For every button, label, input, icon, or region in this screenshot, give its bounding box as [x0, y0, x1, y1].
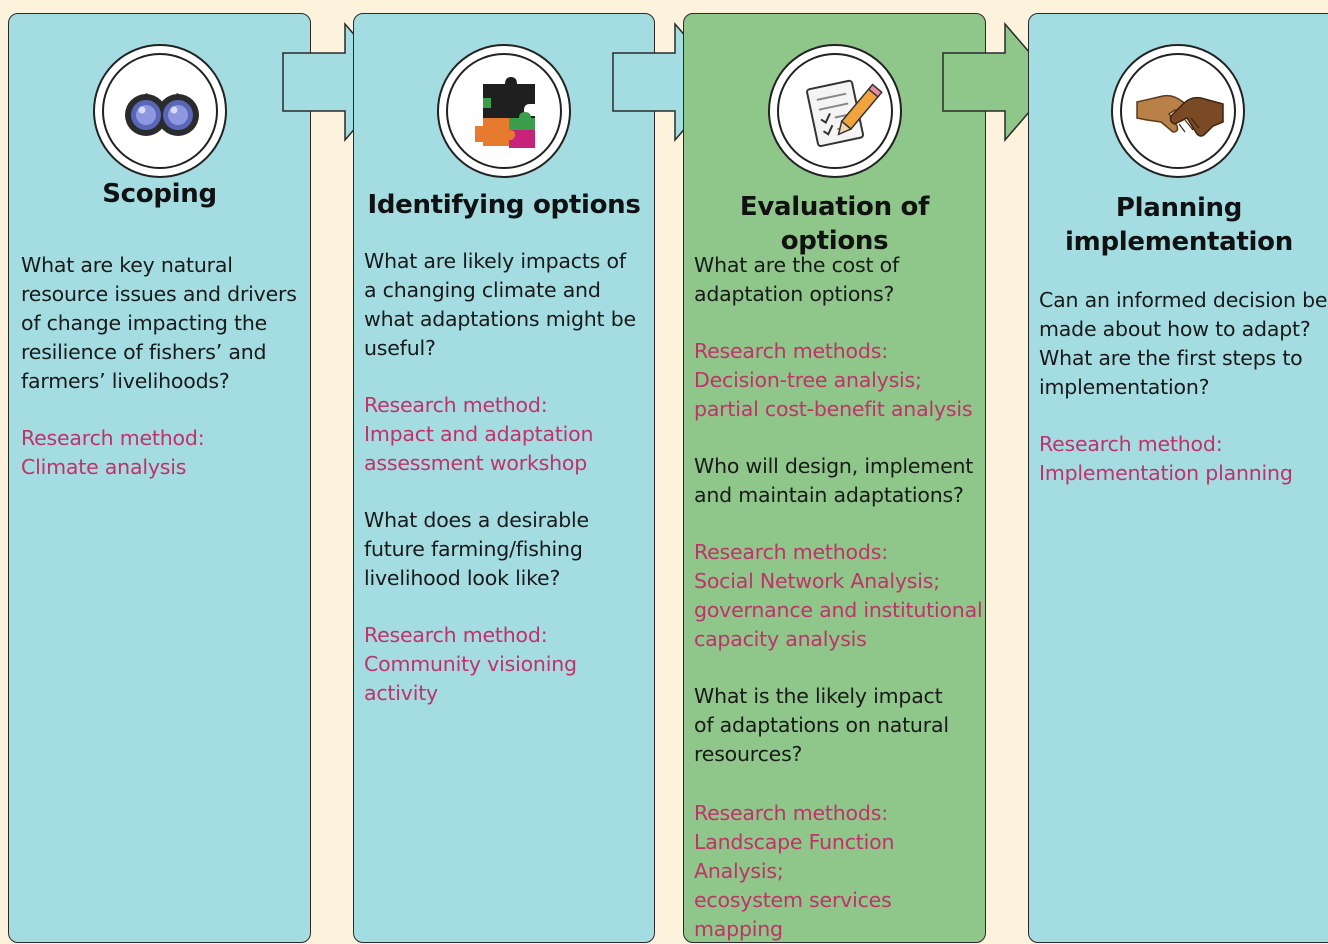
stage-question: Who will design, implement and maintain …	[694, 454, 974, 507]
stage-question: What are likely impacts of a changing cl…	[364, 249, 636, 360]
research-method: Research methods: Landscape Function Ana…	[694, 801, 895, 941]
identifying-icon-badge	[437, 44, 571, 178]
research-method: Research method: Impact and adaptation a…	[364, 393, 594, 475]
stage-question: What are key natural resource issues and…	[21, 253, 297, 393]
puzzle-icon	[475, 77, 535, 148]
stage-scoping-panel: Scoping What are key natural resource is…	[8, 13, 311, 943]
research-method: Research method: Community visioning act…	[364, 623, 577, 705]
page-title: Scoping	[102, 179, 217, 209]
stage-question: Can an informed decision be made about h…	[1039, 288, 1328, 399]
handshake-icon	[1136, 94, 1224, 137]
binoculars-icon	[124, 93, 199, 136]
research-method: Research method: Implementation planning	[1039, 432, 1293, 485]
page-title: Planning implementation	[1065, 193, 1293, 257]
research-method: Research methods: Decision-tree analysis…	[694, 339, 973, 421]
research-method: Research methods: Social Network Analysi…	[694, 540, 983, 651]
scoping-icon-badge	[92, 44, 227, 178]
research-method: Research method: Climate analysis	[21, 426, 205, 479]
stage-evaluation-panel: Evaluation of options What are the cost …	[683, 13, 986, 943]
planning-icon-badge	[1111, 44, 1245, 178]
stage-identifying-panel: Identifying options What are likely impa…	[353, 13, 655, 943]
stage-planning-panel: Planning implementation Can an informed …	[1028, 13, 1328, 943]
evaluation-icon-badge	[767, 44, 902, 178]
stage-question: What does a desirable future farming/fis…	[364, 508, 589, 590]
page-title: Identifying options	[367, 190, 641, 220]
stage-question: What is the likely impact of adaptations…	[694, 684, 949, 766]
checklist-pencil-icon	[805, 79, 883, 148]
stage-question: What are the cost of adaptation options?	[694, 253, 900, 306]
page-title: Evaluation of options	[739, 192, 930, 256]
